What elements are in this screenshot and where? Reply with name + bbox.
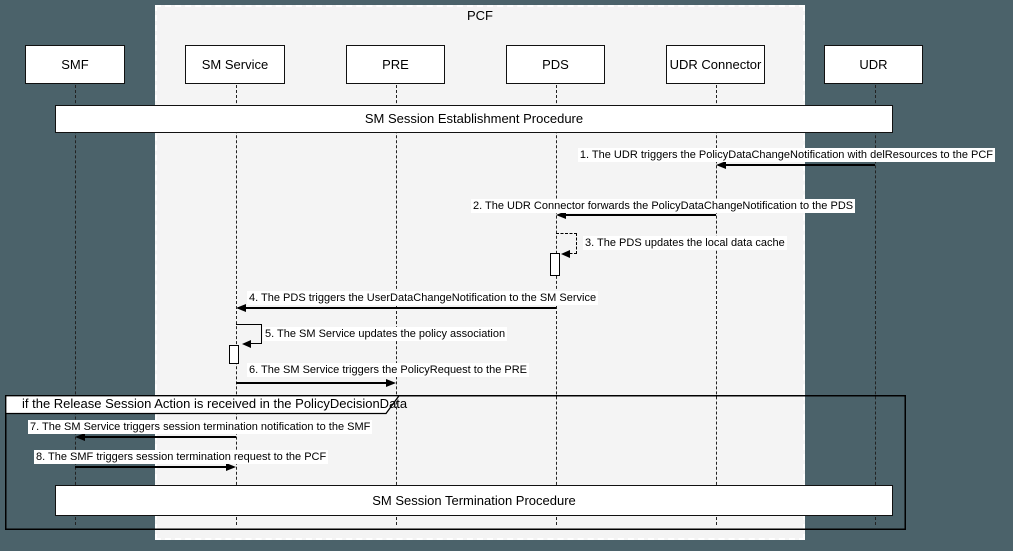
ref-termination-procedure: SM Session Termination Procedure xyxy=(55,485,893,516)
arrow-msg8-head xyxy=(226,462,236,471)
arrow-msg6-head xyxy=(386,378,396,387)
arrow-msg5-head xyxy=(242,340,251,348)
arrow-msg2-head xyxy=(556,210,566,219)
lifeline-smf xyxy=(75,85,76,525)
participant-pds: PDS xyxy=(506,45,605,84)
arrow-msg7-line xyxy=(84,436,236,438)
fragment-condition: if the Release Session Action is receive… xyxy=(22,396,408,411)
msg4-label: 4. The PDS triggers the UserDataChangeNo… xyxy=(247,291,599,305)
participant-udr-connector: UDR Connector xyxy=(666,45,765,84)
msg5-return-line xyxy=(246,343,261,344)
arrow-msg6-line xyxy=(236,382,387,384)
pcf-container-label: PCF xyxy=(467,8,493,23)
arrow-msg4-line xyxy=(245,307,556,309)
msg7-label: 7. The SM Service triggers session termi… xyxy=(28,420,373,434)
ref-establishment-procedure: SM Session Establishment Procedure xyxy=(55,105,893,133)
msg3-self-loop xyxy=(556,233,577,254)
arrow-msg3-head xyxy=(561,250,570,258)
fragment-frame xyxy=(5,395,906,530)
participant-pre: PRE xyxy=(346,45,445,84)
arrow-msg1-head xyxy=(716,160,726,169)
arrow-msg4-head xyxy=(236,303,246,312)
arrow-msg1-line xyxy=(725,164,875,166)
arrow-msg2-line xyxy=(565,214,716,216)
msg2-label: 2. The UDR Connector forwards the Policy… xyxy=(471,199,856,213)
msg1-label: 1. The UDR triggers the PolicyDataChange… xyxy=(577,148,995,162)
msg6-label: 6. The SM Service triggers the PolicyReq… xyxy=(247,363,529,377)
arrow-msg8-line xyxy=(75,466,226,468)
msg3-return-line xyxy=(565,253,577,254)
activation-pds xyxy=(550,253,560,276)
arrow-msg7-head xyxy=(75,432,85,441)
lifeline-udr xyxy=(875,85,876,525)
lifeline-udr-connector xyxy=(716,85,717,525)
participant-smf: SMF xyxy=(25,45,125,84)
activation-sm-service xyxy=(229,345,239,364)
participant-udr: UDR xyxy=(824,45,923,84)
lifeline-pds xyxy=(556,85,557,525)
msg5-self-loop xyxy=(236,324,262,344)
lifeline-pre xyxy=(396,85,397,525)
msg5-label: 5. The SM Service updates the policy ass… xyxy=(263,327,508,341)
msg3-label: 3. The PDS updates the local data cache xyxy=(583,236,787,250)
msg8-label: 8. The SMF triggers session termination … xyxy=(34,450,329,464)
participant-sm-service: SM Service xyxy=(185,45,285,84)
